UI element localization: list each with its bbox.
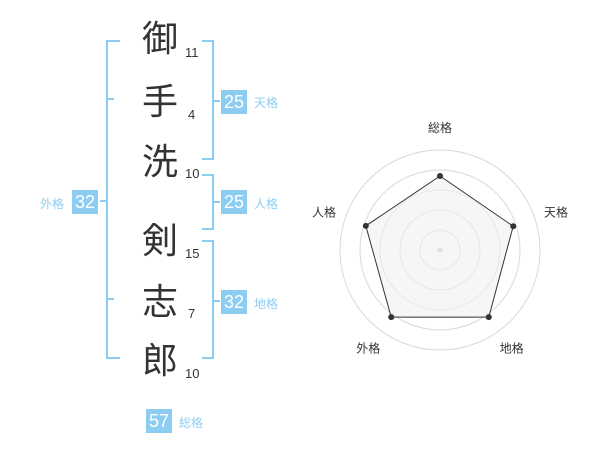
radar-grid-ring	[339, 149, 541, 351]
stroke-count-2: 4	[188, 107, 196, 122]
name-char-6: 郎	[141, 341, 178, 382]
radar-point-3	[485, 314, 492, 321]
radar-axis-label-2: 天格	[544, 204, 568, 219]
jinkaku-label: 人格	[254, 197, 279, 211]
tenkaku-value: 25	[221, 90, 247, 114]
radar-axis-label-5: 人格	[312, 204, 336, 219]
radar-point-4	[388, 314, 395, 321]
soukaku-value: 57	[146, 409, 172, 433]
name-char-1: 御	[141, 19, 178, 60]
radar-points	[362, 173, 517, 321]
name-char-2: 手	[141, 82, 178, 123]
chikaku-value: 32	[221, 290, 247, 314]
radar-axis-label-4: 外格	[356, 341, 380, 356]
gaikaku-value: 32	[72, 190, 98, 214]
radar-grid-ring	[359, 169, 521, 331]
radar-axis-label-1: 総格	[428, 120, 452, 135]
gaikaku-label: 外格	[40, 197, 65, 211]
radar-point-5	[362, 222, 369, 229]
name-char-3: 洗	[141, 142, 178, 183]
jinkaku-value: 25	[221, 190, 247, 214]
stroke-count-4: 15	[185, 246, 200, 261]
radar-shape	[365, 175, 514, 318]
tenkaku-label: 天格	[254, 96, 279, 110]
soukaku-label: 総格	[179, 416, 204, 430]
stroke-count-6: 10	[185, 366, 200, 381]
radar-point-2	[510, 223, 517, 230]
radar-point-1	[437, 173, 443, 179]
name-char-4: 剣	[141, 221, 178, 262]
radar-axis-label-3: 地格	[500, 341, 524, 356]
chikaku-label: 地格	[254, 297, 279, 311]
stroke-count-1: 11	[185, 45, 199, 60]
stroke-count-3: 10	[185, 166, 200, 181]
stroke-count-5: 7	[188, 306, 196, 321]
name-char-5: 志	[141, 282, 178, 323]
